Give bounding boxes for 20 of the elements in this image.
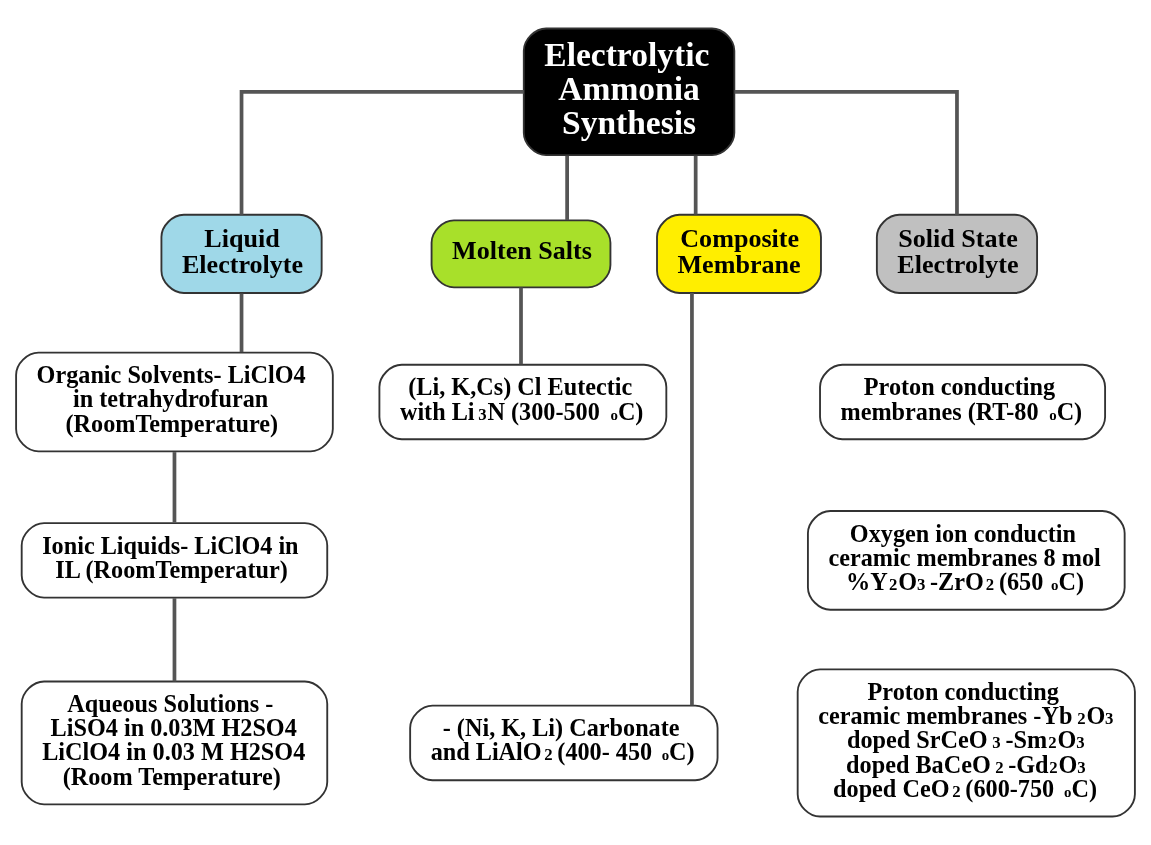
connector (693, 155, 698, 215)
node-box: - (Ni, K, Li) Carbonate and LiAlO2 (400- 450 oC) (409, 704, 719, 782)
node-box: Liquid Electrolyte (160, 213, 323, 294)
node-box: Aqueous Solutions - LiSO4 in 0.03M H2SO4 LiClO4 in 0.03 M H2SO4 (Room Temperature) (20, 680, 329, 806)
connector (734, 89, 959, 215)
connector (565, 155, 569, 221)
node-box: Solid State Electrolyte (875, 213, 1038, 294)
node-box: Composite Membrane (656, 213, 822, 294)
node-box: Molten Salts (430, 219, 612, 289)
connector (172, 598, 177, 682)
connector (239, 293, 244, 353)
connector (519, 287, 523, 365)
connector (172, 452, 177, 523)
node-box: Electrolytic Ammonia Synthesis (522, 27, 736, 157)
connector (239, 89, 524, 215)
node-box: Ionic Liquids- LiClO4 in IL (RoomTemperatur) (20, 522, 329, 599)
node-box: Organic Solvents- LiClO4 in tetrahydrofuran (RoomTemperature) (15, 351, 334, 453)
node-box: Proton conducting membranes (RT-80 oC) (819, 363, 1106, 441)
node-box: Oxygen ion conductin ceramic membranes 8 mol %Y2O3 -ZrO2 (650 oC) (807, 510, 1126, 611)
connector (690, 293, 694, 706)
